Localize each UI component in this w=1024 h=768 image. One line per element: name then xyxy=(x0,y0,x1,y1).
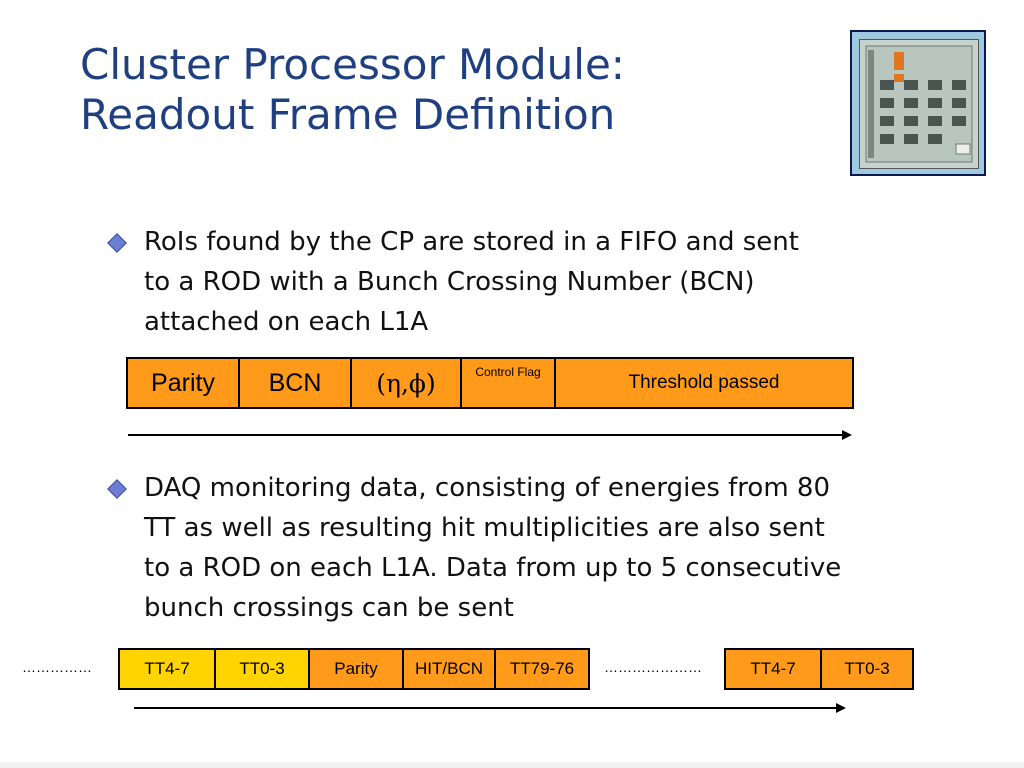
field-tt79-76: TT79-76 xyxy=(496,650,588,688)
bullet-line: attached on each L1A xyxy=(144,307,429,337)
bullet-daq-text: DAQ monitoring data, consisting of energ… xyxy=(144,468,841,628)
daq-frame-tail: TT4-7 TT0-3 xyxy=(724,648,914,690)
field-hit-bcn: HIT/BCN xyxy=(404,650,496,688)
cpm-board-photo xyxy=(850,30,986,176)
bullet-line: to a ROD on each L1A. Data from up to 5 … xyxy=(144,553,842,583)
title-line-1: Cluster Processor Module: xyxy=(80,40,625,89)
bullet-line: RoIs found by the CP are stored in a FIF… xyxy=(144,227,799,257)
daq-direction-arrow xyxy=(134,703,846,713)
field-parity: Parity xyxy=(128,359,240,407)
field-bcn: BCN xyxy=(240,359,352,407)
bullet-roi-text: RoIs found by the CP are stored in a FIF… xyxy=(144,222,799,342)
circuit-board-icon xyxy=(860,40,978,168)
field-tt4-7: TT4-7 xyxy=(120,650,216,688)
field-tt4-7: TT4-7 xyxy=(726,650,822,688)
title-line-2: Readout Frame Definition xyxy=(80,90,616,139)
bullet-line: to a ROD with a Bunch Crossing Number (B… xyxy=(144,267,755,297)
field-eta-phi: (η,ϕ) xyxy=(352,359,462,407)
field-tt0-3: TT0-3 xyxy=(216,650,310,688)
roi-frame: Parity BCN (η,ϕ) Control Flag Threshold … xyxy=(126,357,854,409)
bullet-diamond-icon xyxy=(107,479,127,499)
board-image xyxy=(859,39,979,169)
bullet-line: TT as well as resulting hit multipliciti… xyxy=(144,513,825,543)
field-parity: Parity xyxy=(310,650,404,688)
footer-band xyxy=(0,762,1024,768)
bullet-diamond-icon xyxy=(107,233,127,253)
roi-direction-arrow xyxy=(128,430,852,440)
middle-ellipsis: ………………… xyxy=(604,659,702,675)
field-control-flag: Control Flag xyxy=(462,359,556,407)
slide-title: Cluster Processor Module: Readout Frame … xyxy=(80,40,625,140)
field-threshold-passed: Threshold passed xyxy=(628,372,780,393)
daq-frame: TT4-7 TT0-3 Parity HIT/BCN TT79-76 xyxy=(118,648,590,690)
bullet-line: DAQ monitoring data, consisting of energ… xyxy=(144,473,830,503)
bullet-line: bunch crossings can be sent xyxy=(144,593,514,623)
leading-ellipsis: …………… xyxy=(22,659,92,675)
field-tt0-3: TT0-3 xyxy=(822,650,912,688)
